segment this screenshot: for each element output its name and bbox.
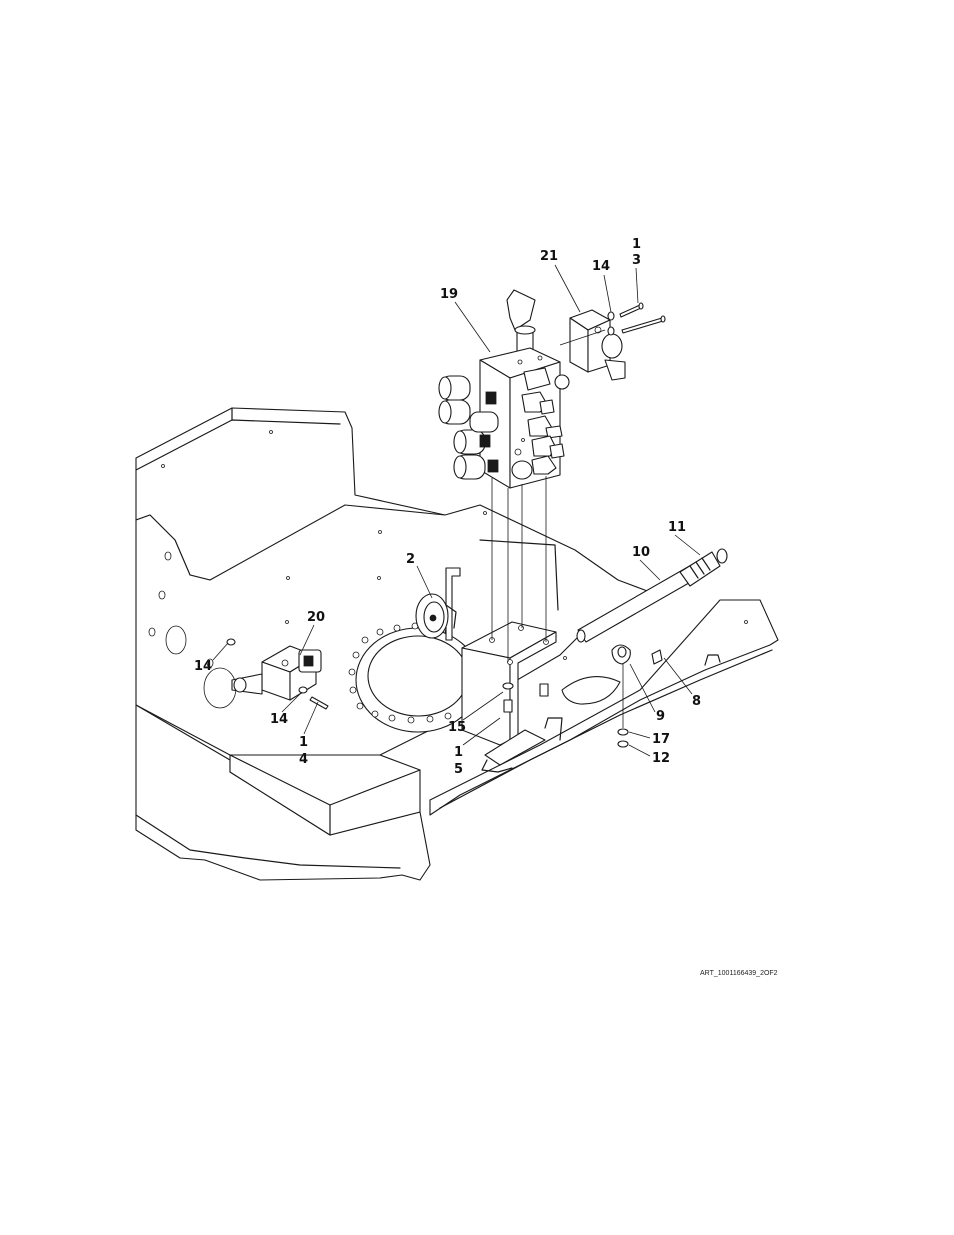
callout-1-mid: 1 <box>454 745 463 760</box>
callout-1-upper: 1 <box>632 237 641 252</box>
callout-15: 15 <box>448 720 466 735</box>
callout-21: 21 <box>540 249 558 264</box>
side-valve-part <box>559 302 666 381</box>
callout-2: 2 <box>406 552 415 567</box>
valve-mounting-bracket <box>461 621 557 773</box>
clamp-hardware <box>611 644 663 748</box>
art-reference-label: ART_1001166439_2OF2 <box>700 970 778 977</box>
callout-11: 11 <box>668 520 686 535</box>
callout-14-lower: 14 <box>270 712 288 727</box>
callout-14-upper: 14 <box>592 259 610 274</box>
callout-20: 20 <box>307 610 325 625</box>
callout-5: 5 <box>454 762 463 777</box>
horn-part <box>415 567 461 641</box>
callout-10: 10 <box>632 545 650 560</box>
leader-lines <box>212 264 701 757</box>
callout-labels: 1 3 21 14 19 11 10 2 20 14 14 1 4 15 1 5… <box>194 237 701 777</box>
callout-14-left: 14 <box>194 659 212 674</box>
callout-3: 3 <box>632 253 641 268</box>
callout-4: 4 <box>299 752 308 767</box>
callout-17: 17 <box>652 732 670 747</box>
hose-part <box>576 548 728 643</box>
callout-9: 9 <box>656 709 665 724</box>
callout-12: 12 <box>652 751 670 766</box>
callout-19: 19 <box>440 287 458 302</box>
pressure-switch-part <box>226 638 329 710</box>
callout-1-left: 1 <box>299 735 308 750</box>
chassis-frame <box>135 407 779 881</box>
valve-block-assembly <box>438 289 570 662</box>
callout-8: 8 <box>692 694 701 709</box>
